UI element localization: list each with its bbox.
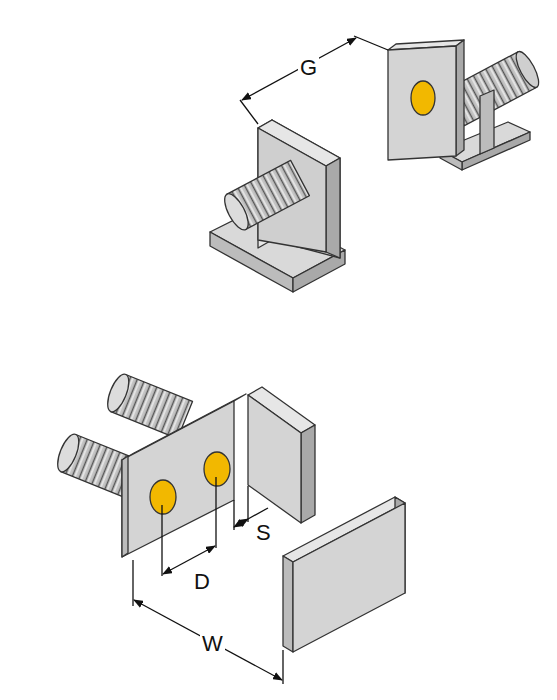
dimension-label: D [192, 570, 212, 594]
thread-body [220, 160, 309, 233]
dimension-lines [133, 36, 388, 684]
dimension-label: G [298, 56, 319, 80]
dimension-label: S [254, 521, 273, 545]
thread-body [103, 371, 192, 438]
dimension-label: W [200, 632, 225, 656]
